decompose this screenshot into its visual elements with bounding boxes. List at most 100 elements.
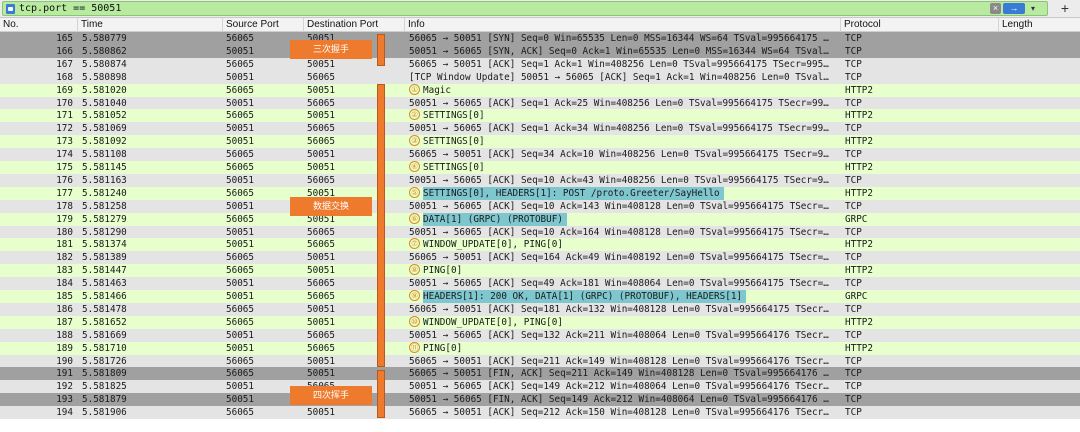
column-header-info[interactable]: Info — [404, 18, 840, 32]
column-header-destination-port[interactable]: Destination Port — [303, 18, 404, 32]
packet-protocol: TCP — [845, 149, 862, 161]
packet-destination-port: 50051 — [307, 265, 335, 277]
apply-filter-icon[interactable]: → — [1003, 3, 1025, 14]
column-header-no[interactable]: No. — [3, 19, 19, 30]
packet-number: 182 — [56, 252, 73, 264]
packet-protocol: HTTP2 — [845, 136, 873, 148]
packet-number: 190 — [56, 355, 73, 367]
packet-source-port: 56065 — [226, 149, 254, 161]
packet-info: 56065 → 50051 [ACK] Seq=164 Ack=49 Win=4… — [409, 251, 839, 264]
column-header-length[interactable]: Length — [998, 18, 1080, 32]
packet-number: 176 — [56, 174, 73, 186]
packet-number: 172 — [56, 123, 73, 135]
packet-info-text: PING[0] — [423, 265, 463, 277]
column-header-time[interactable]: Time — [77, 18, 222, 32]
add-filter-button-icon[interactable]: + — [1060, 0, 1070, 16]
packet-number: 173 — [56, 136, 73, 148]
packet-number: 192 — [56, 381, 73, 393]
filter-expression[interactable]: tcp.port == 50051 — [19, 3, 122, 14]
packet-protocol: HTTP2 — [845, 239, 873, 251]
packet-number: 188 — [56, 329, 73, 341]
packet-source-port: 50051 — [226, 123, 254, 135]
packet-info: 56065 → 50051 [SYN] Seq=0 Win=65535 Len=… — [409, 32, 839, 45]
column-header-protocol[interactable]: Protocol — [840, 18, 998, 32]
packet-protocol: TCP — [845, 303, 862, 315]
packet-source-port: 56065 — [226, 355, 254, 367]
step-number-badge: ⑦ — [409, 238, 420, 250]
packet-protocol: HTTP2 — [845, 110, 873, 122]
packet-destination-port: 50051 — [307, 162, 335, 173]
packet-destination-port: 56065 — [307, 71, 335, 83]
display-filter-input[interactable]: tcp.port == 50051 × → ▾ — [2, 1, 1048, 16]
packet-destination-port: 50051 — [307, 33, 335, 44]
step-number-badge: ⑩ — [409, 315, 420, 327]
packet-protocol: TCP — [845, 97, 862, 109]
packet-destination-port: 50051 — [307, 252, 335, 264]
packet-info-text: SETTINGS[0] — [423, 110, 485, 122]
packet-info-text: SETTINGS[0] — [423, 136, 485, 148]
step-number-badge: ③ — [409, 135, 420, 147]
packet-source-port: 56065 — [226, 316, 254, 328]
column-header-source-port[interactable]: Source Port — [222, 18, 303, 32]
packet-number: 171 — [56, 110, 73, 122]
packet-protocol: TCP — [845, 174, 862, 186]
packet-destination-port: 50051 — [307, 368, 335, 380]
packet-protocol: TCP — [845, 123, 862, 135]
display-filter-toolbar: tcp.port == 50051 × → ▾ + — [0, 0, 1080, 18]
packet-time: 5.580898 — [82, 71, 127, 83]
step-number-badge: ⑨ — [409, 290, 420, 301]
packet-protocol: TCP — [845, 33, 862, 44]
packet-protocol: HTTP2 — [845, 162, 873, 173]
packet-time: 5.581809 — [82, 368, 127, 380]
packet-number: 181 — [56, 239, 73, 251]
packet-number: 174 — [56, 149, 73, 161]
packet-time: 5.581652 — [82, 316, 127, 328]
packet-number: 185 — [56, 291, 73, 302]
packet-number: 187 — [56, 316, 73, 328]
bookmark-icon[interactable] — [6, 4, 15, 14]
packet-info: 56065 → 50051 [FIN, ACK] Seq=211 Ack=149… — [409, 367, 839, 380]
clear-filter-icon[interactable]: × — [990, 3, 1001, 14]
filter-history-dropdown-icon[interactable]: ▾ — [1030, 4, 1035, 13]
packet-time: 5.581092 — [82, 136, 127, 148]
teardown-label: 四次挥手 — [290, 386, 372, 405]
packet-source-port: 56065 — [226, 407, 254, 419]
packet-time: 5.581108 — [82, 149, 127, 161]
packet-source-port: 56065 — [226, 265, 254, 277]
packet-number: 178 — [56, 200, 73, 212]
